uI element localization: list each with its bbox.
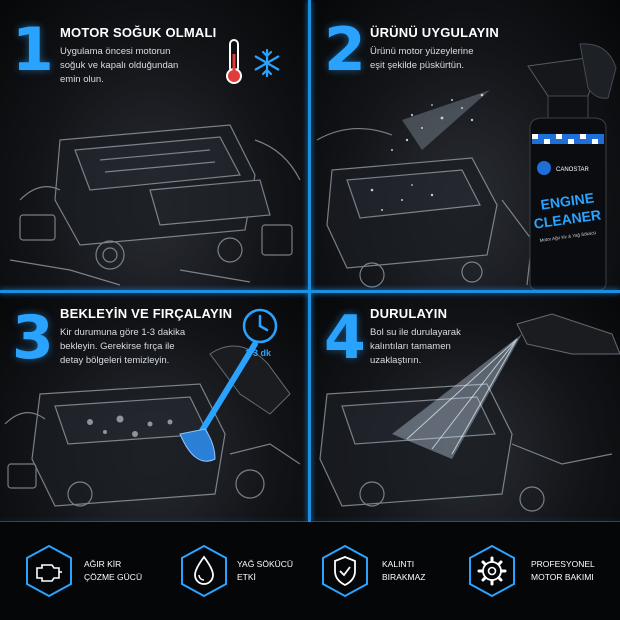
spray-engine-illustration <box>316 90 533 288</box>
shield-check-icon <box>322 544 368 598</box>
feature-oil-remover-label: YAĞ SÖKÜCÜ ETKİ <box>237 559 294 583</box>
feature-bar: AĞIR KİR ÇÖZME GÜCÜ YAĞ SÖKÜCÜ ETKİ KA <box>0 522 620 620</box>
rinse-engine-illustration <box>319 313 620 512</box>
bottle-line-1: ENGINE <box>540 189 595 212</box>
step-3-panel: 3 BEKLEYİN VE FIRÇALAYIN Kir durumuna gö… <box>0 294 308 522</box>
timer-label: 1-3 dk <box>245 348 272 358</box>
step-1-title: MOTOR SOĞUK OLMALI <box>60 25 217 40</box>
bottom-divider <box>0 521 620 522</box>
step-1-panel: 1 MOTOR SOĞUK OLMALI Uygulama öncesi mot… <box>0 0 308 290</box>
engine-icon <box>26 544 72 598</box>
step-3-description: Kir durumuna göre 1-3 dakika bekleyin. G… <box>60 327 186 366</box>
brush-engine-illustration <box>4 341 301 507</box>
step-1-description: Uygulama öncesi motorun soğuk ve kapalı … <box>60 46 179 85</box>
horizontal-divider <box>0 290 620 293</box>
step-2-panel: 2 ÜRÜNÜ UYGULAYIN Ürünü motor yüzeylerin… <box>312 0 620 290</box>
step-4-number: 4 <box>324 303 366 373</box>
timer-icon <box>242 308 278 344</box>
cold-engine-illustration <box>9 124 301 286</box>
step-3-title: BEKLEYİN VE FIRÇALAYIN <box>60 306 233 321</box>
step-3-number: 3 <box>12 303 54 373</box>
feature-oil-remover: YAĞ SÖKÜCÜ ETKİ <box>155 522 310 620</box>
feature-professional-care-label: PROFESYONEL MOTOR BAKIMI <box>531 559 595 583</box>
snowflake-icon <box>254 48 280 78</box>
feature-heavy-dirt: AĞIR KİR ÇÖZME GÜCÜ <box>0 522 155 620</box>
feature-heavy-dirt-label: AĞIR KİR ÇÖZME GÜCÜ <box>84 559 143 583</box>
step-2-number: 2 <box>324 15 366 85</box>
step-2-description: Ürünü motor yüzeylerine eşit şekilde püs… <box>370 46 474 71</box>
engine-cleaner-bottle: CANOSTAR ENGINE CLEANER Motor Ağır Kir &… <box>527 43 617 290</box>
step-1-number: 1 <box>12 15 54 85</box>
thermometer-icon <box>226 39 242 84</box>
drop-icon <box>181 544 227 598</box>
feature-no-residue: KALINTI BIRAKMAZ <box>310 522 465 620</box>
step-4-description: Bol su ile durulayarak kalıntıları tamam… <box>370 327 461 366</box>
gear-icon <box>469 544 515 598</box>
step-4-panel: 4 DURULAYIN Bol su ile durulayarak kalın… <box>312 294 620 522</box>
bottle-brand: CANOSTAR <box>556 167 590 173</box>
feature-professional-care: PROFESYONEL MOTOR BAKIMI <box>465 522 620 620</box>
vertical-divider <box>308 0 311 522</box>
step-4-title: DURULAYIN <box>370 306 448 321</box>
feature-no-residue-label: KALINTI BIRAKMAZ <box>382 559 426 583</box>
step-2-title: ÜRÜNÜ UYGULAYIN <box>370 25 499 40</box>
